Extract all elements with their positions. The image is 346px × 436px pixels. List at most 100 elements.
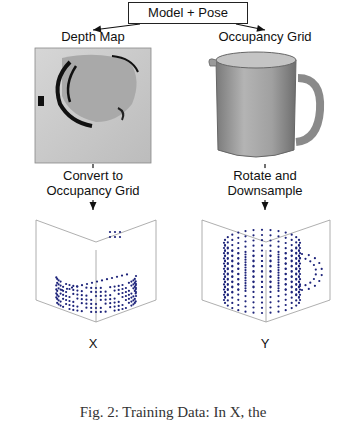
voxel-point bbox=[125, 299, 127, 301]
voxel-point bbox=[227, 263, 229, 265]
voxel-point bbox=[291, 280, 293, 282]
voxel-point bbox=[261, 281, 263, 283]
voxel-point bbox=[100, 311, 102, 313]
voxel-point bbox=[65, 291, 67, 293]
voxel-point bbox=[114, 231, 116, 233]
voxel-point bbox=[244, 235, 246, 237]
voxel-point bbox=[237, 284, 239, 286]
voxel-point bbox=[237, 247, 239, 249]
voxel-point bbox=[277, 290, 279, 292]
voxel-point bbox=[299, 247, 301, 249]
voxel-point bbox=[313, 264, 315, 266]
voxel-point bbox=[295, 273, 297, 275]
voxel-point bbox=[231, 286, 233, 288]
depth-map-edge bbox=[58, 62, 92, 126]
image-panel: Depth Map bbox=[35, 30, 151, 164]
voxel-point bbox=[237, 309, 239, 311]
voxel-point bbox=[285, 278, 287, 280]
voxel-point bbox=[65, 283, 67, 285]
voxel-point bbox=[227, 241, 229, 243]
voxel-point bbox=[227, 284, 229, 286]
voxel-point bbox=[313, 278, 315, 280]
voxel-point bbox=[85, 299, 87, 301]
voxel-point bbox=[91, 282, 93, 284]
voxel-point bbox=[128, 302, 130, 304]
voxel-point bbox=[244, 240, 246, 242]
voxel-point bbox=[277, 269, 279, 271]
voxel-point bbox=[227, 247, 229, 249]
voxel-point bbox=[295, 278, 297, 280]
voxel-point bbox=[237, 257, 239, 259]
voxel-point bbox=[261, 265, 263, 267]
voxel-point bbox=[244, 287, 246, 289]
depth-map-edge bbox=[68, 66, 76, 102]
voxel-point bbox=[261, 265, 263, 267]
voxel-point bbox=[291, 281, 293, 283]
voxel-point bbox=[116, 276, 118, 278]
voxel-point bbox=[231, 255, 233, 257]
voxel-point bbox=[223, 294, 225, 296]
voxel-point bbox=[237, 242, 239, 244]
voxel-point bbox=[56, 302, 58, 304]
voxel-point bbox=[130, 297, 132, 299]
voxel-point bbox=[231, 276, 233, 278]
voxel-point bbox=[125, 287, 127, 289]
voxel-point bbox=[285, 237, 287, 239]
voxel-point bbox=[269, 265, 271, 267]
voxel-point bbox=[285, 278, 287, 280]
voxel-point bbox=[321, 268, 323, 270]
voxel-point bbox=[224, 255, 226, 257]
voxel-point bbox=[95, 307, 97, 309]
voxel-point bbox=[277, 295, 279, 297]
voxel-point bbox=[125, 307, 127, 309]
voxel-point bbox=[227, 268, 229, 270]
voxel-point bbox=[68, 300, 70, 302]
voxel-point bbox=[277, 253, 279, 255]
voxel-point bbox=[252, 301, 254, 303]
image-panel: X bbox=[28, 210, 158, 352]
voxel-point bbox=[118, 285, 120, 287]
voxel-point bbox=[106, 278, 108, 280]
voxel-point bbox=[277, 311, 279, 313]
voxel-point bbox=[298, 255, 300, 257]
voxel-point bbox=[231, 244, 233, 246]
voxel-point bbox=[105, 303, 107, 305]
voxel-point bbox=[299, 263, 301, 265]
voxel-point bbox=[244, 269, 246, 271]
voxel-point bbox=[237, 252, 239, 254]
voxel-point bbox=[227, 279, 229, 281]
voxel-point bbox=[295, 236, 297, 238]
voxel-point bbox=[100, 287, 102, 289]
voxel-point bbox=[252, 260, 254, 262]
voxel-point bbox=[291, 255, 293, 257]
voxel-point bbox=[114, 290, 116, 292]
voxel-point bbox=[237, 283, 239, 285]
voxel-point bbox=[224, 244, 226, 246]
voxel-point bbox=[130, 305, 132, 307]
voxel-point bbox=[60, 281, 62, 283]
edge-label: Convert to Occupancy Grid bbox=[35, 168, 151, 200]
voxel-point bbox=[299, 257, 301, 259]
voxel-point bbox=[119, 236, 121, 238]
voxel-point bbox=[114, 310, 116, 312]
voxel-point bbox=[62, 294, 64, 296]
voxel-point bbox=[299, 294, 301, 296]
voxel-point bbox=[109, 294, 111, 296]
voxel-point bbox=[291, 265, 293, 267]
voxel-point bbox=[72, 289, 74, 291]
voxel-point bbox=[252, 265, 254, 267]
voxel-point bbox=[128, 282, 130, 284]
image-panel: Y bbox=[195, 210, 335, 352]
voxel-point bbox=[261, 276, 263, 278]
voxel-point bbox=[244, 253, 246, 255]
voxel-point bbox=[252, 296, 254, 298]
voxel-point bbox=[314, 257, 316, 259]
voxel-point bbox=[100, 307, 102, 309]
voxel-point bbox=[298, 250, 300, 252]
voxel-point bbox=[277, 287, 279, 289]
process-box: Model + Pose bbox=[128, 2, 248, 24]
voxel-point bbox=[114, 286, 116, 288]
voxel-point bbox=[68, 284, 70, 286]
voxel-point bbox=[315, 273, 317, 275]
voxel-point bbox=[237, 258, 239, 260]
